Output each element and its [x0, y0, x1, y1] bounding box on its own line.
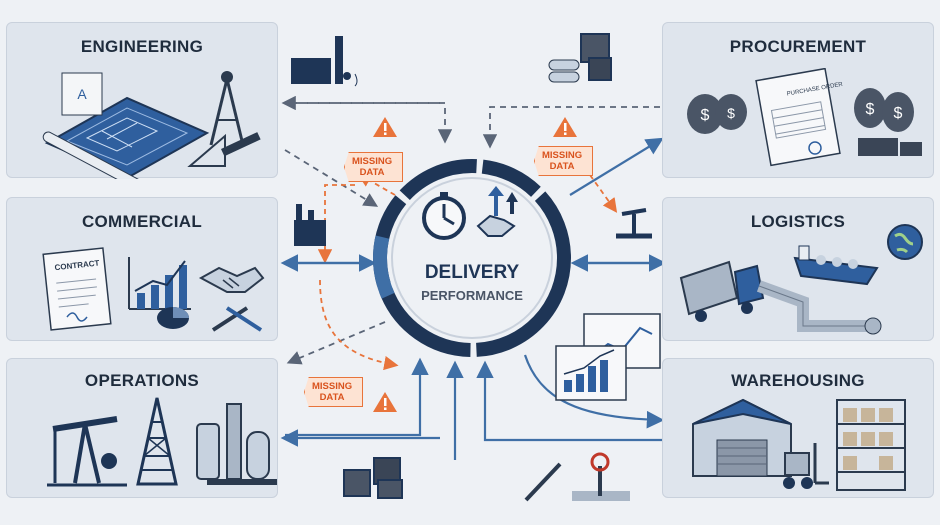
warehouse-icon [692, 398, 792, 477]
cash-stack-icon: $ $ [854, 88, 922, 156]
forklift-icon [783, 443, 829, 489]
arrow-missing-data-right [589, 174, 618, 213]
crates-icon [548, 33, 612, 83]
panel-title-procurement: PROCUREMENT [729, 37, 867, 56]
panel-title-commercial: COMMERCIAL [81, 212, 203, 231]
refinery-icon [196, 403, 277, 485]
panel-title-operations: OPERATIONS [84, 371, 200, 390]
oil-pump-icon [47, 416, 127, 487]
svg-text:$: $ [894, 105, 903, 122]
drilling-rig-icon [136, 397, 178, 486]
arrow-procurement-to-hub [482, 106, 660, 149]
report-charts-icon [555, 313, 661, 401]
money-bags-icon: $ $ [687, 94, 747, 134]
panel-title-logistics: LOGISTICS [750, 212, 846, 231]
panel-title-warehousing: WAREHOUSING [731, 371, 865, 390]
warning-icon [553, 117, 577, 137]
svg-text:A: A [77, 86, 87, 102]
ruler-icon [187, 132, 261, 167]
valve-icon [616, 208, 652, 239]
panel-title-engineering: ENGINEERING [80, 37, 204, 56]
panel-warehousing: WAREHOUSING [662, 358, 934, 498]
arrow-operations-diagonal [286, 321, 386, 365]
panel-commercial: COMMERCIAL CONTRACT [6, 197, 278, 341]
panel-operations: OPERATIONS [6, 358, 278, 498]
panel-engineering: ENGINEERING A [6, 22, 278, 179]
arrow-missing-data-left-low [319, 279, 399, 371]
stopwatch-icon [422, 186, 518, 240]
arrow-hub-procurement [569, 137, 664, 196]
tanker-ship-icon [793, 245, 879, 286]
tools-icon [211, 306, 263, 332]
svg-text:$: $ [727, 105, 735, 121]
missing-data-tag: MISSING DATA [344, 152, 404, 182]
missing-data-tag: MISSING DATA [304, 377, 364, 407]
panel-procurement: PROCUREMENT $ $ PURCHASE ORDER $ $ [662, 22, 934, 178]
pipeline-icon [756, 280, 882, 335]
warning-icon [373, 117, 397, 137]
truck-icon [679, 260, 765, 322]
compass-icon [209, 71, 245, 146]
panel-logistics: LOGISTICS [662, 197, 934, 341]
handshake-icon [198, 266, 265, 293]
arrow-warehousing-hub [476, 360, 662, 442]
refinery-small-icon [291, 36, 358, 87]
purchase-order-icon: PURCHASE ORDER [755, 68, 844, 167]
shelving-icon [836, 399, 906, 491]
warning-icon [373, 392, 397, 412]
arrow-missing-data-left-2 [356, 173, 396, 196]
svg-text:$: $ [701, 107, 710, 124]
arrow-missing-data-left [317, 184, 355, 264]
valve-wrench-icon [524, 452, 630, 502]
boxes-icon [343, 457, 403, 499]
arrow-warehousing-chart [523, 354, 665, 429]
missing-data-tag: MISSING DATA [534, 146, 594, 176]
globe-icon [887, 224, 923, 260]
factory-icon [294, 204, 326, 246]
pie-chart-icon [157, 307, 189, 329]
svg-text:$: $ [866, 101, 875, 118]
arrow-operations-hub [285, 357, 429, 437]
blueprint-icon: A [42, 72, 210, 179]
contract-icon: CONTRACT [42, 247, 112, 331]
arrow-engineering-to-hub [285, 102, 453, 144]
hub-subtitle: PERFORMANCE [421, 288, 523, 303]
hub-title: DELIVERY [424, 262, 520, 283]
